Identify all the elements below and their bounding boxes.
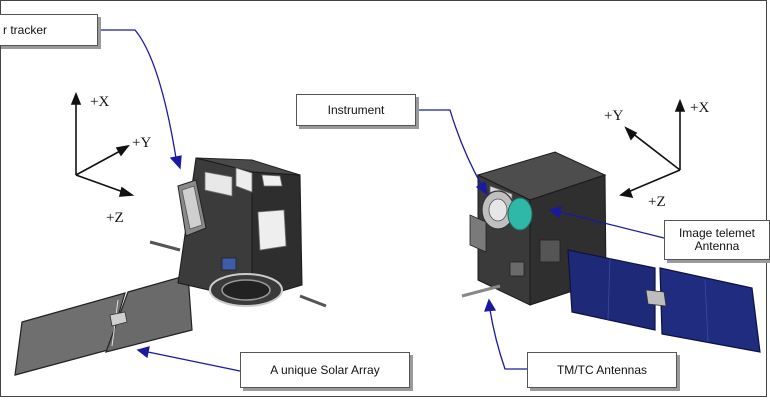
right-axes bbox=[619, 98, 686, 199]
right-solar-panel-b bbox=[659, 267, 761, 353]
left-solar-panel-a bbox=[14, 292, 126, 376]
callout-instrument: Instrument bbox=[296, 94, 416, 126]
right-axis-x-label: +X bbox=[690, 100, 710, 116]
left-axis-y-label: +Y bbox=[132, 135, 152, 151]
callout-tmtc-antennas: TM/TC Antennas bbox=[527, 352, 677, 388]
left-axis-z-label: +Z bbox=[106, 210, 124, 226]
right-satellite bbox=[461, 151, 761, 353]
callout-leaders bbox=[98, 29, 665, 372]
left-satellite bbox=[14, 157, 327, 376]
callout-star-tracker: r tracker bbox=[0, 14, 98, 46]
callout-solar-array: A unique Solar Array bbox=[240, 352, 410, 388]
left-axes bbox=[70, 91, 135, 197]
right-axis-z-label: +Z bbox=[648, 194, 666, 210]
left-axis-x-label: +X bbox=[90, 94, 110, 110]
callout-image-telemetry-antenna: Image telemet Antenna bbox=[664, 220, 770, 260]
right-axis-y-label: +Y bbox=[604, 108, 624, 124]
right-solar-panel-a bbox=[567, 249, 656, 331]
